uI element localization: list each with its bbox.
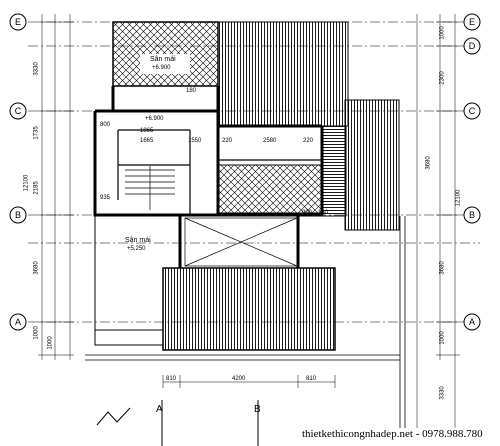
label-san-mai-bottom: Sân mái (125, 237, 151, 244)
section-marks (96, 400, 259, 446)
top-terrace-label-bg (140, 54, 190, 74)
dim-mid-2: 900 (302, 210, 313, 216)
axis-bubble-a-left: A (9, 313, 27, 331)
right-pergola-border (321, 125, 347, 217)
section-mark-b: B (254, 404, 261, 415)
axis-label: A (469, 317, 475, 327)
dim-mid-3: 180 (318, 210, 329, 216)
section-mark-a: A (156, 404, 163, 415)
dim-right-3: 3680 (425, 156, 432, 170)
dim-left-5: 3680 (33, 261, 40, 275)
axis-label: D (469, 41, 476, 51)
axis-label: C (15, 106, 22, 116)
right-dimension-lines (416, 14, 460, 440)
axis-label: B (469, 210, 475, 220)
right-pergola-stripes (344, 99, 400, 231)
dim-left-1: 3330 (33, 62, 40, 76)
bottom-railing (85, 216, 406, 440)
axis-bubble-e-left: E (9, 13, 27, 31)
watermark-sep: - (415, 428, 423, 440)
label-san-mai-top-level: +6.900 (152, 65, 171, 71)
stair (125, 166, 175, 210)
dim-mid-1: 935 (100, 195, 111, 201)
watermark-phone: 0978.988.780 (422, 428, 483, 440)
axis-bubble-e-right: E (463, 13, 481, 31)
dim-top-8: 220 (303, 138, 314, 144)
label-level-c: +6.900 (145, 116, 164, 122)
walls (93, 86, 324, 268)
dim-left-7: 1000 (47, 336, 54, 350)
axis-label: E (15, 17, 21, 27)
axis-bubble-c-right: C (463, 102, 481, 120)
label-san-mai-top: Sân mái (150, 56, 176, 63)
axis-bubble-b-left: B (9, 206, 27, 224)
label-san-mai-bottom-level: +5.250 (127, 246, 146, 252)
dim-top-7: 2580 (263, 138, 277, 144)
dim-bottom-1: 810 (166, 376, 177, 382)
watermark-text: thietkethicongnhadep.net - 0978.988.780 (300, 428, 485, 440)
axis-label: E (469, 17, 475, 27)
axis-label: C (469, 106, 476, 116)
dim-bottom-2: 4200 (232, 376, 246, 382)
left-dimension-lines (38, 14, 74, 360)
bottom-dimension-lines (162, 375, 336, 388)
lower-terrace-outline (94, 215, 163, 346)
axis-bubble-b-right: B (463, 206, 481, 224)
dim-left-2: 1735 (33, 126, 40, 140)
axis-bubble-c-left: C (9, 102, 27, 120)
dim-top-1: 180 (186, 88, 197, 94)
dim-right-2: 2300 (439, 71, 446, 85)
dim-right-5: 3680 (439, 261, 446, 275)
dim-top-2: 800 (100, 122, 111, 128)
dim-left-4: 2185 (33, 181, 40, 195)
top-roof-stripes (217, 21, 349, 127)
interior-walls (117, 129, 322, 215)
axis-bubble-a-right: A (463, 313, 481, 331)
dim-bottom-3: 810 (306, 376, 317, 382)
void-opening (184, 217, 298, 267)
dim-right-1: 1000 (439, 26, 446, 40)
dim-top-4: 1665 (140, 138, 154, 144)
dim-top-6: 220 (222, 138, 233, 144)
dim-left-6: 1000 (33, 326, 40, 340)
axis-bubble-d-right: D (463, 37, 481, 55)
dim-right-6: 1000 (439, 331, 446, 345)
dim-top-3: 1865 (140, 128, 154, 134)
dim-right-7: 3330 (439, 386, 446, 400)
axis-label: B (15, 210, 21, 220)
axis-label: A (15, 317, 21, 327)
dim-left-3: 12100 (23, 174, 30, 192)
watermark-site: thietkethicongnhadep.net (302, 428, 413, 440)
inner-room-hatch (217, 164, 323, 214)
dim-right-4: 12100 (455, 189, 462, 207)
dim-top-5: 1550 (188, 138, 202, 144)
bottom-roof-stripes (162, 267, 336, 351)
